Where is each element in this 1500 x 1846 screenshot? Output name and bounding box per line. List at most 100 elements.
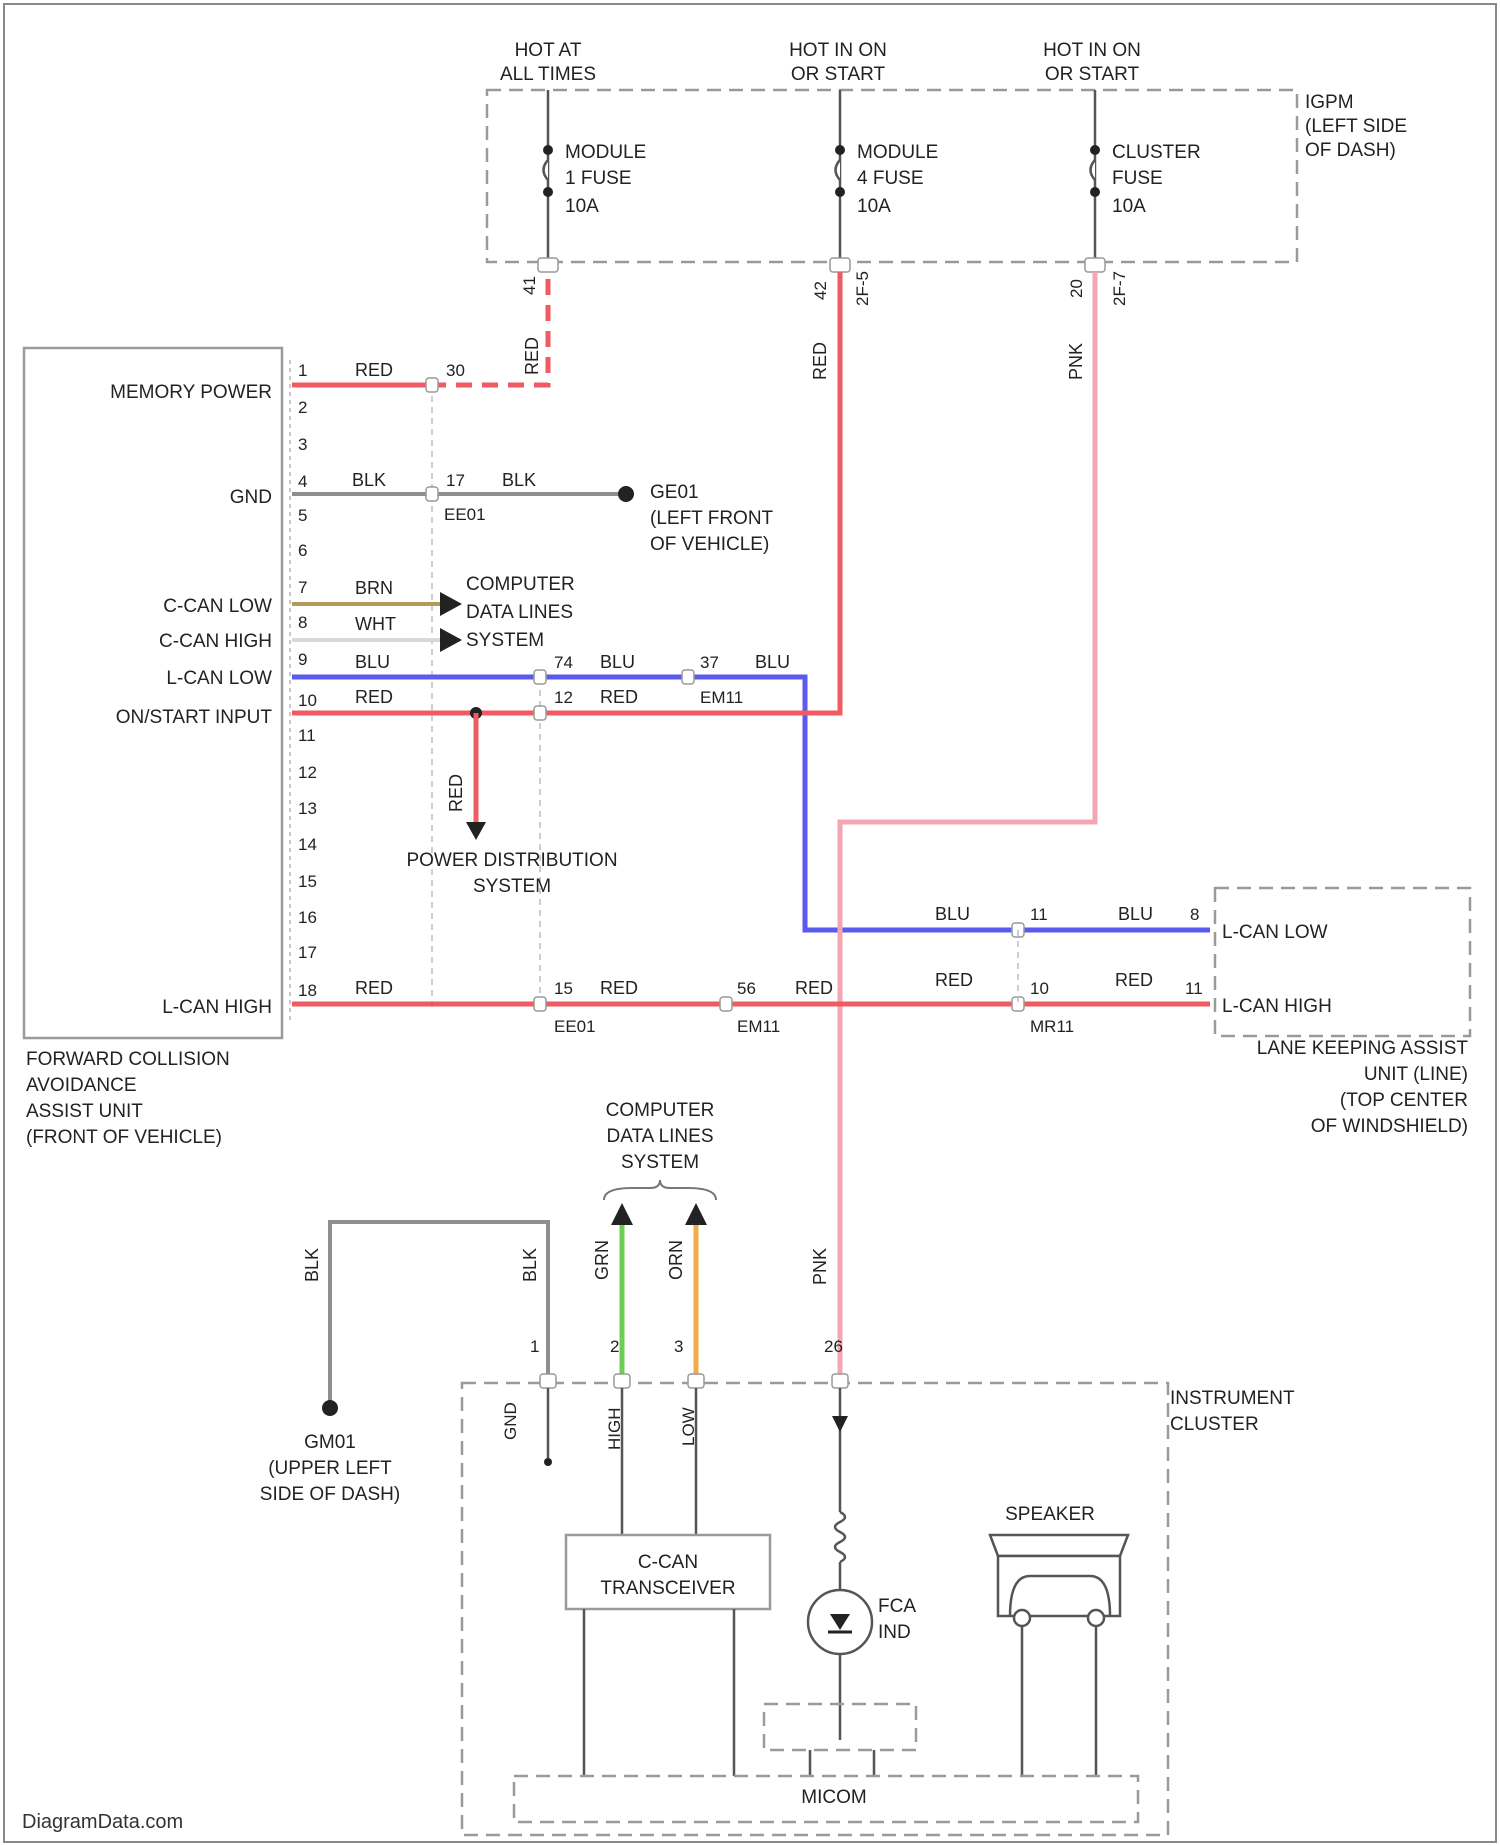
svg-text:TRANSCEIVER: TRANSCEIVER (600, 1578, 735, 1599)
svg-text:FUSE: FUSE (1112, 168, 1163, 189)
fca-unit-label-1: FORWARD COLLISION (26, 1049, 230, 1070)
svg-text:1 FUSE: 1 FUSE (565, 168, 632, 189)
power-dist-l1: POWER DISTRIBUTION (406, 850, 617, 871)
sig-lcan-high: L-CAN HIGH (162, 997, 272, 1018)
svg-text:37: 37 (700, 653, 719, 672)
svg-text:11: 11 (298, 726, 316, 745)
data-lines-1-l2: DATA LINES (466, 602, 573, 623)
svg-text:11: 11 (1030, 905, 1048, 924)
svg-text:RED: RED (522, 337, 542, 375)
feed-label-3a: HOT IN ON (1043, 40, 1141, 61)
svg-text:17: 17 (298, 943, 317, 962)
svg-text:SPEAKER: SPEAKER (1005, 1504, 1095, 1525)
power-dist-l2: SYSTEM (473, 876, 551, 897)
wire-memory-power: RED 30 RED (292, 272, 548, 385)
lka-high: L-CAN HIGH (1222, 996, 1332, 1017)
data-lines-2-l2: DATA LINES (607, 1126, 714, 1147)
svg-text:RED: RED (810, 342, 830, 380)
svg-text:IND: IND (878, 1622, 911, 1643)
svg-text:RED: RED (1115, 970, 1153, 990)
speaker: SPEAKER (990, 1504, 1128, 1776)
svg-text:15: 15 (554, 979, 573, 998)
sig-on-start: ON/START INPUT (116, 707, 273, 728)
fca-pin-numbers: 1 2 3 4 5 6 7 8 9 10 11 12 13 14 15 16 1… (298, 361, 317, 1000)
sig-lcan-low: L-CAN LOW (166, 668, 272, 689)
cluster-label-1: INSTRUMENT (1170, 1388, 1295, 1409)
svg-text:BLU: BLU (935, 904, 970, 924)
svg-text:EE01: EE01 (554, 1017, 596, 1036)
svg-text:6: 6 (298, 541, 307, 560)
svg-text:RED: RED (795, 978, 833, 998)
svg-text:RED: RED (446, 774, 466, 812)
svg-text:10: 10 (298, 691, 317, 710)
svg-text:74: 74 (554, 653, 573, 672)
wire-ccan-high: WHT (292, 614, 462, 652)
watermark: DiagramData.com (22, 1811, 183, 1833)
svg-text:4 FUSE: 4 FUSE (857, 168, 924, 189)
svg-text:10: 10 (1030, 979, 1049, 998)
sig-ccan-high: C-CAN HIGH (159, 631, 272, 652)
fca-unit-label-4: (FRONT OF VEHICLE) (26, 1127, 222, 1148)
svg-text:1: 1 (298, 361, 307, 380)
svg-text:ORN: ORN (666, 1240, 686, 1280)
svg-text:BLU: BLU (1118, 904, 1153, 924)
svg-text:1: 1 (530, 1337, 539, 1356)
svg-text:7: 7 (298, 578, 307, 597)
feed-label-3b: OR START (1045, 64, 1140, 85)
svg-text:56: 56 (737, 979, 756, 998)
svg-text:26: 26 (824, 1337, 843, 1356)
svg-text:GM01: GM01 (304, 1432, 356, 1453)
wire-ccan-grn: GRN 2 (592, 1203, 633, 1374)
wire-cluster-feed: PNK PNK (810, 272, 1095, 1374)
svg-text:18: 18 (298, 981, 317, 1000)
sig-ccan-low: C-CAN LOW (163, 596, 272, 617)
wire-gm01: BLK BLK 1 GM01 (UPPER LEFT SIDE OF DASH) (260, 1222, 548, 1505)
svg-text:(LEFT FRONT: (LEFT FRONT (650, 508, 774, 529)
svg-text:3: 3 (674, 1337, 683, 1356)
svg-text:BLK: BLK (520, 1248, 540, 1282)
fuse-module-4: MODULE 4 FUSE 10A (835, 142, 938, 217)
svg-text:BLU: BLU (355, 652, 390, 672)
svg-text:12: 12 (298, 763, 317, 782)
svg-text:RED: RED (935, 970, 973, 990)
svg-text:MODULE: MODULE (857, 142, 938, 163)
svg-text:5: 5 (298, 506, 307, 525)
wire-ccan-low: BRN (292, 578, 462, 616)
cluster-label-2: CLUSTER (1170, 1414, 1259, 1435)
svg-text:41: 41 (520, 276, 539, 295)
feed-label-2a: HOT IN ON (789, 40, 887, 61)
svg-text:C-CAN: C-CAN (638, 1552, 698, 1573)
svg-text:15: 15 (298, 872, 317, 891)
svg-text:10A: 10A (857, 196, 891, 217)
cluster-pin-connectors (540, 1374, 848, 1388)
svg-text:(UPPER LEFT: (UPPER LEFT (268, 1458, 392, 1479)
svg-text:MR11: MR11 (1030, 1017, 1074, 1036)
wire-gnd: BLK 17 BLK EE01 GE01 (LEFT FRONT OF VEHI… (292, 470, 774, 555)
svg-text:RED: RED (355, 360, 393, 380)
lka-label-4: OF WINDSHIELD) (1311, 1116, 1468, 1137)
data-lines-2-l1: COMPUTER (606, 1100, 715, 1121)
svg-text:FCA: FCA (878, 1596, 916, 1617)
svg-text:OF VEHICLE): OF VEHICLE) (650, 534, 769, 555)
svg-text:16: 16 (298, 908, 317, 927)
igpm-label-3: OF DASH) (1305, 140, 1396, 161)
svg-text:14: 14 (298, 835, 317, 854)
svg-text:BLK: BLK (302, 1248, 322, 1282)
svg-text:GND: GND (501, 1402, 520, 1440)
svg-text:13: 13 (298, 799, 317, 818)
svg-text:2: 2 (610, 1337, 619, 1356)
svg-text:8: 8 (298, 613, 307, 632)
svg-text:2F-7: 2F-7 (1110, 271, 1129, 306)
svg-text:BLU: BLU (600, 652, 635, 672)
lka-label-2: UNIT (LINE) (1364, 1064, 1468, 1085)
svg-text:MODULE: MODULE (565, 142, 646, 163)
fca-indicator: FCA IND (764, 1388, 916, 1776)
svg-text:30: 30 (446, 361, 465, 380)
svg-text:SIDE OF DASH): SIDE OF DASH) (260, 1484, 400, 1505)
svg-text:GRN: GRN (592, 1240, 612, 1280)
micom-label: MICOM (801, 1787, 866, 1808)
svg-text:12: 12 (554, 688, 573, 707)
fca-unit-label-2: AVOIDANCE (26, 1075, 137, 1096)
feed-label-1a: HOT AT (515, 40, 582, 61)
